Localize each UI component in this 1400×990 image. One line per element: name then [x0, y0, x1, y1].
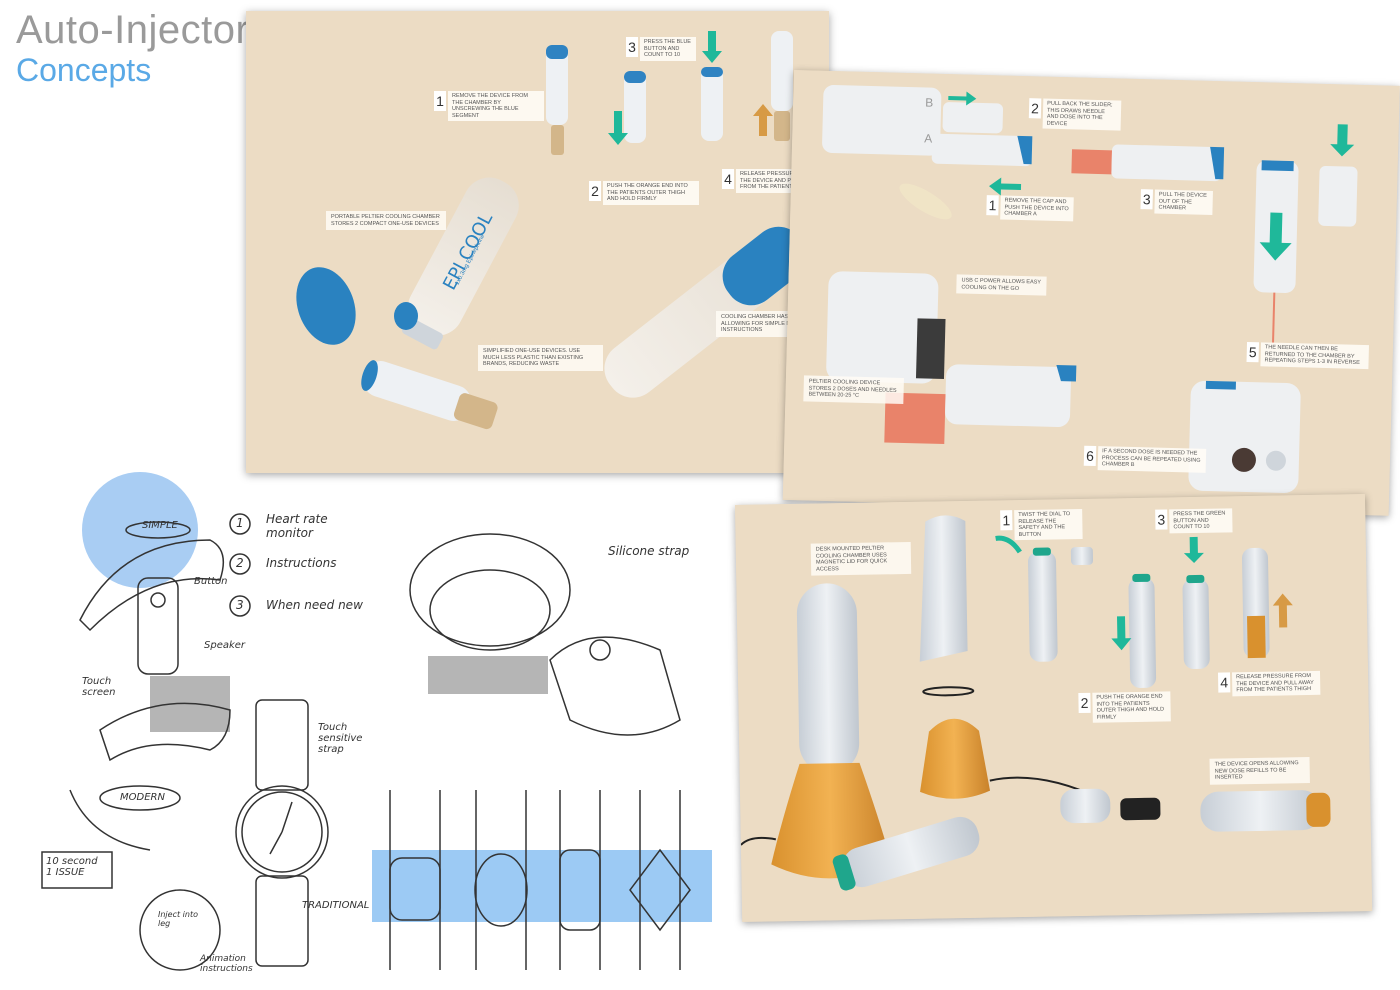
board3-step-4: 4 RELEASE PRESSURE FROM THE DEVICE AND P… [1217, 670, 1321, 696]
highlight-circle [82, 472, 198, 588]
device-orange [945, 364, 1072, 428]
concept-board-desk: 1 TWIST THE DIAL TO RELEASE THE SAFETY A… [735, 494, 1373, 922]
step-device-2 [624, 71, 646, 143]
board3-step-1: 1 TWIST THE DIAL TO RELEASE THE SAFETY A… [1000, 508, 1083, 541]
one-use-device [361, 360, 498, 430]
arrow-left-icon [989, 177, 1022, 196]
board3-step-2: 2 PUSH THE ORANGE END INTO THE PATIENTS … [1078, 691, 1171, 723]
label-simple: SIMPLE [142, 520, 178, 531]
arrow-right-icon [948, 91, 977, 106]
page-subtitle: Concepts [16, 52, 152, 88]
list-item-when-need-new: When need new [266, 598, 363, 612]
peltier-render [782, 70, 1400, 516]
epicool-render [246, 11, 829, 473]
board2-step-1: 1 REMOVE THE CAP AND PUSH THE DEVICE INT… [986, 195, 1074, 221]
arrow-up-icon [1272, 593, 1293, 628]
device-cap [899, 183, 952, 220]
injector-4 [1242, 547, 1270, 659]
arrow-down-icon [608, 111, 628, 145]
board1-note-devices: SIMPLIFIED ONE-USE DEVICES. USE MUCH LES… [478, 345, 603, 371]
list-item-heart-rate: Heart rate monitor [266, 512, 328, 540]
label-button: Button [194, 576, 228, 587]
label-speaker: Speaker [204, 640, 246, 651]
list-num-2: 2 [236, 556, 244, 570]
chamber-letter-b: B [925, 95, 934, 110]
watch-sketches [41, 472, 712, 971]
injector-3 [1182, 574, 1210, 670]
label-touch-screen: Touch screen [82, 676, 116, 698]
desk-render [735, 494, 1373, 922]
label-inject: Inject into leg [158, 910, 198, 928]
desk-chamber-lid [796, 583, 860, 774]
board3-note-refill: THE DEVICE OPENS ALLOWING NEW DOSE REFIL… [1209, 757, 1310, 785]
arrow-down-icon [1259, 212, 1292, 261]
label-countdown: 10 second 1 ISSUE [46, 856, 98, 878]
board2-step-6: 6 IF A SECOND DOSE IS NEEDED THE PROCESS… [1083, 445, 1207, 473]
chamber-bottom [1188, 380, 1301, 493]
step-device-1 [546, 45, 568, 155]
arrow-up-icon [753, 104, 773, 136]
twist-arrow-icon [995, 535, 1022, 554]
label-touch-sensitive: Touch sensitive strap [318, 722, 363, 755]
board2-note-usb: USB C POWER ALLOWS EASY COOLING ON THE G… [956, 274, 1047, 296]
chamber-middle [826, 271, 939, 384]
page-title: Auto-Injectors [16, 8, 270, 52]
concept-board-peltier: B A 1 REMOVE THE CAP AND PUSH THE DEVICE… [782, 70, 1400, 516]
arrow-down-icon [1330, 124, 1355, 157]
label-silicone-strap: Silicone strap [608, 544, 690, 558]
chamber-letter-a: A [924, 131, 933, 146]
step-device-4 [771, 31, 793, 141]
lid-piece [919, 515, 968, 662]
injector-2 [1128, 573, 1157, 688]
base-piece [920, 718, 991, 799]
arrow-down-icon [1111, 616, 1132, 651]
list-num-1: 1 [236, 516, 244, 530]
board2-step-3: 3 PULL THE DEVICE OUT OF THE CHAMBER [1140, 189, 1213, 215]
arrow-down-icon [1183, 536, 1204, 563]
step-device-3 [701, 67, 723, 141]
board3-note-desk: DESK MOUNTED PELTIER COOLING CHAMBER USE… [810, 541, 912, 576]
strap-highlight [372, 850, 712, 922]
board3-step-3: 3 PRESS THE GREEN BUTTON AND COUNT TO 10 [1155, 508, 1233, 533]
label-animation: Animation instructions [200, 954, 253, 974]
injector-bottom-left [832, 816, 980, 891]
sketch-area: 1 Heart rate monitor 2 Instructions 3 Wh… [30, 460, 720, 980]
board1-step-3: 3 PRESS THE BLUE BUTTON AND COUNT TO 10 [626, 37, 696, 61]
injector-1 [1028, 547, 1058, 662]
label-traditional: TRADITIONAL [302, 900, 370, 911]
board1-note-cooler: PORTABLE PELTIER COOLING CHAMBER STORES … [326, 211, 446, 230]
list-item-instructions: Instructions [266, 556, 337, 570]
chamber-top [822, 85, 942, 156]
concept-board-epicool: 1 REMOVE THE DEVICE FROM THE CHAMBER BY … [246, 11, 829, 473]
label-modern: MODERN [120, 792, 165, 803]
board2-step-5: 5 THE NEEDLE CAN THEN BE RETURNED TO THE… [1246, 341, 1369, 369]
cooler-cap [296, 267, 356, 345]
board2-step-2: 2 PULL BACK THE SLIDER; THIS DRAWS NEEDL… [1028, 98, 1122, 131]
arrow-down-icon [702, 31, 722, 63]
board2-note-peltier: PELTIER COOLING DEVICE STORES 2 DOSES AN… [803, 375, 904, 404]
cooling-chamber [604, 226, 808, 398]
board1-step-2: 2 PUSH THE ORANGE END INTO THE PATIENTS … [589, 181, 699, 205]
board1-step-1: 1 REMOVE THE DEVICE FROM THE CHAMBER BY … [434, 91, 544, 121]
list-num-3: 3 [236, 598, 244, 612]
